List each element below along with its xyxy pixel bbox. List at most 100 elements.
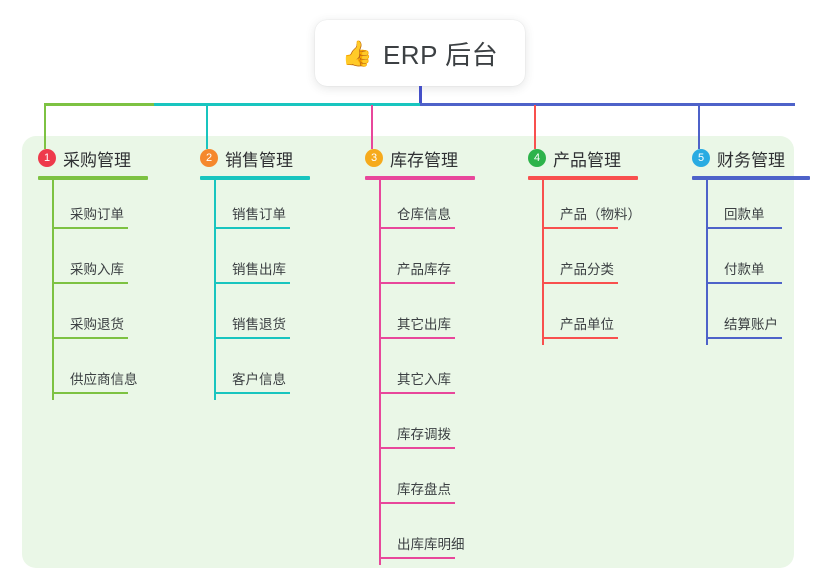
column-badge-3: 3 — [365, 149, 383, 167]
bus-segment-1 — [44, 103, 154, 106]
leaf-label: 产品分类 — [560, 262, 614, 277]
leaf-label: 仓库信息 — [397, 207, 451, 222]
drop-connector-4 — [534, 105, 536, 149]
column-title: 采购管理 — [63, 150, 131, 170]
leaf-label: 其它入库 — [397, 372, 451, 387]
leaf-rule — [214, 337, 290, 339]
leaf-rule — [706, 227, 782, 229]
leaf-label: 销售出库 — [232, 262, 286, 277]
leaf-label: 产品（物料） — [560, 207, 641, 222]
leaf-label: 付款单 — [724, 262, 765, 277]
leaf-item[interactable]: 结算账户 — [706, 290, 839, 345]
leaf-item[interactable]: 销售订单 — [214, 180, 354, 235]
column-title: 财务管理 — [717, 150, 785, 170]
column-rule — [38, 176, 148, 180]
leaf-rule — [542, 282, 618, 284]
leaf-rule — [52, 227, 128, 229]
column-title: 库存管理 — [390, 150, 458, 170]
leaf-label: 销售退货 — [232, 317, 286, 332]
leaf-item[interactable]: 库存盘点 — [379, 455, 519, 510]
column-items: 仓库信息产品库存其它出库其它入库库存调拨库存盘点出库库明细 — [379, 180, 519, 565]
leaf-label: 产品单位 — [560, 317, 614, 332]
bus-segment-4 — [420, 103, 795, 106]
column-badge-1: 1 — [38, 149, 56, 167]
column-rule — [200, 176, 310, 180]
leaf-item[interactable]: 产品（物料） — [542, 180, 682, 235]
column-items: 销售订单销售出库销售退货客户信息 — [214, 180, 354, 400]
leaf-label: 出库库明细 — [397, 537, 465, 552]
leaf-label: 库存盘点 — [397, 482, 451, 497]
column-spine — [706, 180, 708, 345]
column-title: 产品管理 — [553, 150, 621, 170]
leaf-item[interactable]: 其它入库 — [379, 345, 519, 400]
leaf-rule — [379, 227, 455, 229]
leaf-item[interactable]: 采购入库 — [52, 235, 192, 290]
column-header-4[interactable]: 4 产品管理 — [528, 146, 638, 170]
column-spine — [52, 180, 54, 400]
leaf-label: 产品库存 — [397, 262, 451, 277]
leaf-label: 客户信息 — [232, 372, 286, 387]
column-badge-2: 2 — [200, 149, 218, 167]
leaf-label: 库存调拨 — [397, 427, 451, 442]
branches-panel — [22, 136, 794, 568]
leaf-label: 采购入库 — [70, 262, 124, 277]
root-node[interactable]: 👍 ERP 后台 — [315, 20, 525, 86]
leaf-item[interactable]: 库存调拨 — [379, 400, 519, 455]
drop-connector-3 — [371, 105, 373, 149]
leaf-item[interactable]: 付款单 — [706, 235, 839, 290]
leaf-label: 回款单 — [724, 207, 765, 222]
column-badge-4: 4 — [528, 149, 546, 167]
leaf-item[interactable]: 采购退货 — [52, 290, 192, 345]
leaf-rule — [379, 502, 455, 504]
thumbs-up-icon: 👍 — [341, 38, 373, 68]
column-rule — [692, 176, 810, 180]
leaf-rule — [379, 557, 455, 559]
drop-connector-5 — [698, 105, 700, 149]
leaf-label: 采购退货 — [70, 317, 124, 332]
leaf-rule — [706, 282, 782, 284]
leaf-item[interactable]: 供应商信息 — [52, 345, 192, 400]
leaf-rule — [706, 337, 782, 339]
column-header-1[interactable]: 1 采购管理 — [38, 146, 148, 170]
leaf-item[interactable]: 仓库信息 — [379, 180, 519, 235]
leaf-item[interactable]: 产品库存 — [379, 235, 519, 290]
column-items: 产品（物料） 产品分类产品单位 — [542, 180, 682, 345]
leaf-rule — [214, 282, 290, 284]
column-rule — [528, 176, 638, 180]
leaf-item[interactable]: 销售出库 — [214, 235, 354, 290]
column-header-3[interactable]: 3 库存管理 — [365, 146, 475, 170]
column-库存管理: 3 库存管理仓库信息产品库存其它出库其它入库库存调拨库存盘点出库库明细 — [365, 146, 475, 565]
leaf-rule — [542, 227, 618, 229]
drop-connector-2 — [206, 105, 208, 149]
leaf-rule — [379, 282, 455, 284]
leaf-label: 其它出库 — [397, 317, 451, 332]
column-产品管理: 4 产品管理产品（物料） 产品分类产品单位 — [528, 146, 641, 345]
leaf-rule — [214, 227, 290, 229]
leaf-item[interactable]: 产品单位 — [542, 290, 682, 345]
leaf-item[interactable]: 销售退货 — [214, 290, 354, 345]
root-stem-connector — [419, 86, 422, 105]
leaf-rule — [214, 392, 290, 394]
leaf-label: 采购订单 — [70, 207, 124, 222]
leaf-item[interactable]: 回款单 — [706, 180, 839, 235]
bus-segment-2 — [154, 103, 264, 106]
leaf-item[interactable]: 出库库明细 — [379, 510, 519, 565]
column-rule — [365, 176, 475, 180]
root-title: ERP 后台 — [382, 39, 499, 70]
leaf-rule — [52, 337, 128, 339]
leaf-label: 供应商信息 — [70, 372, 138, 387]
leaf-rule — [379, 392, 455, 394]
leaf-label: 结算账户 — [724, 317, 778, 332]
column-spine — [214, 180, 216, 400]
leaf-rule — [52, 282, 128, 284]
leaf-item[interactable]: 客户信息 — [214, 345, 354, 400]
leaf-item[interactable]: 其它出库 — [379, 290, 519, 345]
leaf-item[interactable]: 产品分类 — [542, 235, 682, 290]
column-items: 回款单付款单结算账户 — [706, 180, 839, 345]
leaf-item[interactable]: 采购订单 — [52, 180, 192, 235]
column-items: 采购订单采购入库采购退货供应商信息 — [52, 180, 192, 400]
